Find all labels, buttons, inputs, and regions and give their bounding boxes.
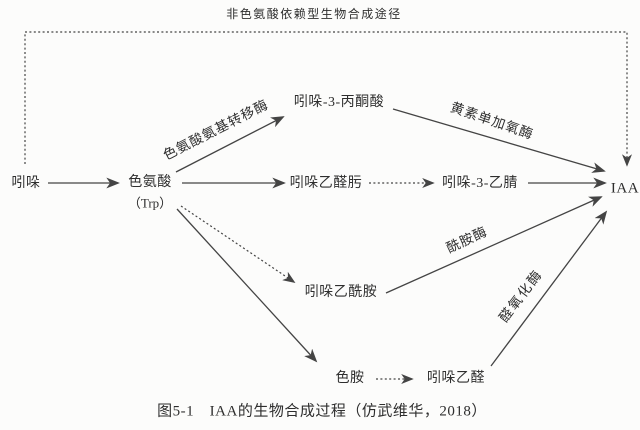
- arrow-indole-acetamide-to-iaa: [385, 196, 603, 294]
- arrow-indole-3-pyruvate-to-iaa: [392, 108, 606, 173]
- node-tryptamine: 色胺: [335, 370, 365, 386]
- arrow-indole-acetaldehyde-to-iaa: [490, 210, 608, 367]
- node-indole-acetamide: 吲哚乙酰胺: [304, 284, 378, 300]
- arrow-non-trp-pathway: [24, 31, 633, 167]
- node-indole-3-acetonitrile: 吲哚-3-乙腈: [442, 175, 518, 191]
- node-indole-acetaldehyde: 吲哚乙醛: [427, 370, 485, 386]
- figure-caption: 图5-1 IAA的生物合成过程（仿武维华，2018）: [157, 403, 487, 420]
- node-iaa: IAA: [610, 180, 640, 197]
- non-trp-pathway-label: 非色氨酸依赖型生物合成途径: [226, 7, 402, 22]
- arrow-tryptophan-to-indole-3-pyruvate: [175, 116, 285, 173]
- node-tryptophan-abbr: （Trp）: [127, 195, 173, 211]
- node-indole-3-pyruvate: 吲哚-3-丙酮酸: [293, 94, 385, 110]
- node-tryptophan: 色氨酸: [128, 174, 172, 190]
- node-indole-acetaldoxime: 吲哚乙醛肟: [289, 175, 363, 191]
- arrow-tryptophan-to-tryptamine: [176, 208, 318, 363]
- node-indole: 吲哚: [11, 175, 41, 191]
- arrow-tryptophan-to-indole-acetamide-dotted: [180, 205, 296, 283]
